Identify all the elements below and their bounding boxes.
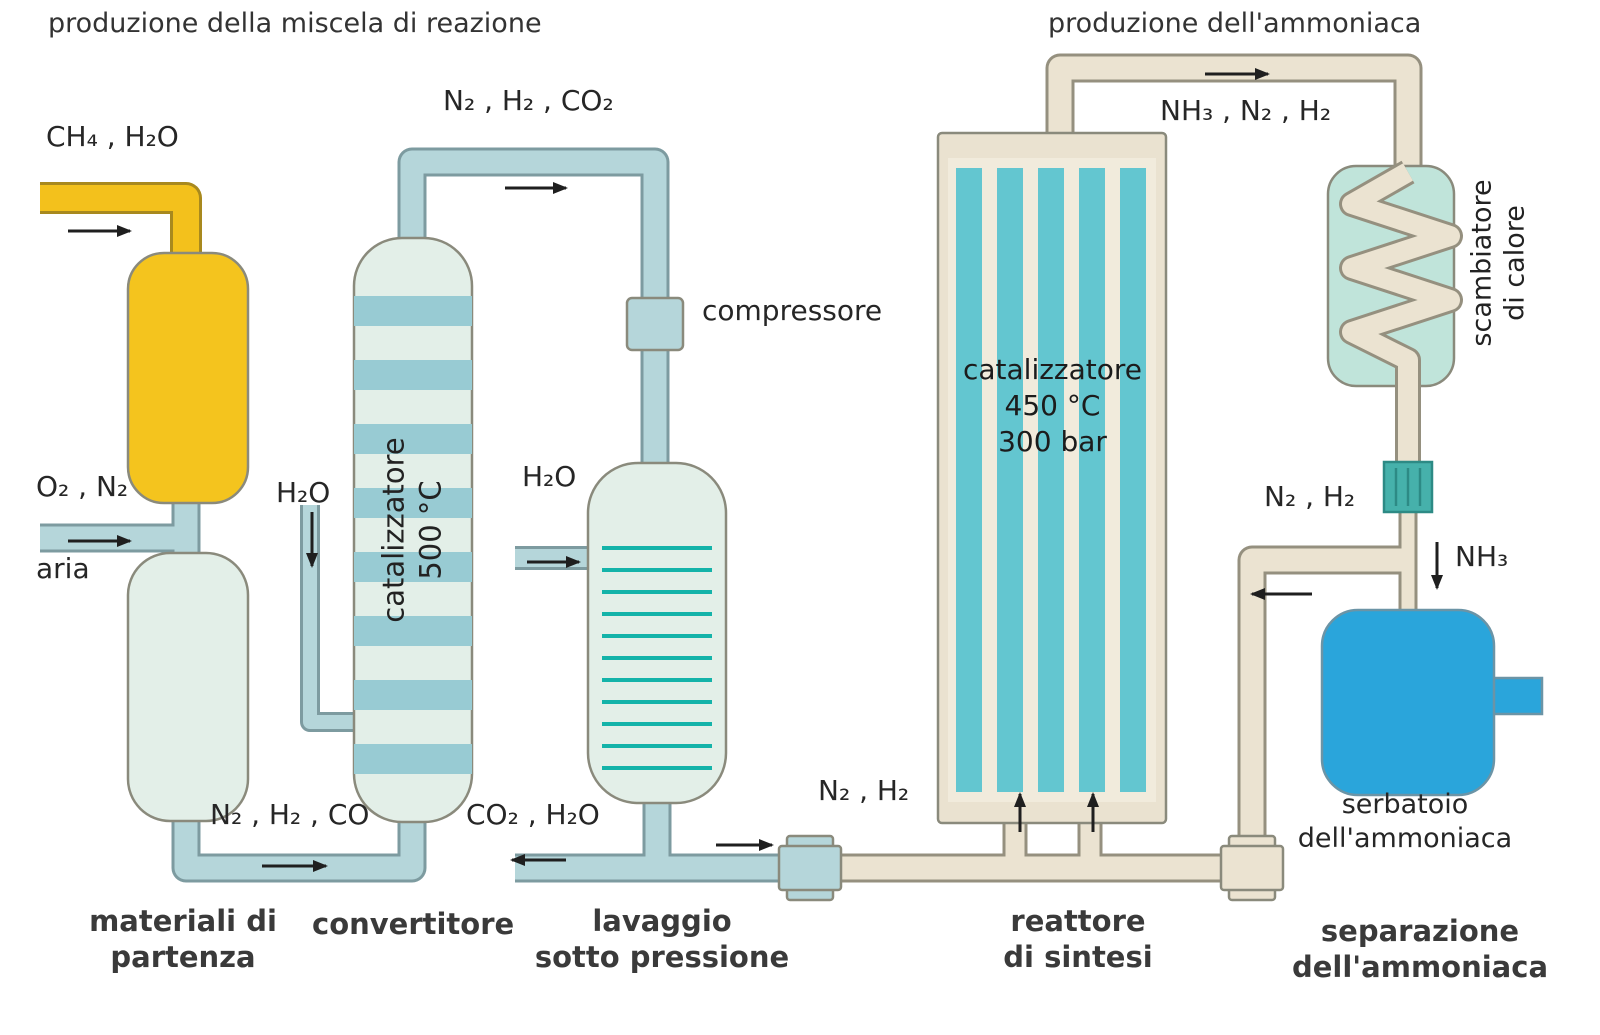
section-label-converter: convertitore: [312, 907, 515, 941]
label-nh3-n2-h2: NH₃ , N₂ , H₂: [1160, 94, 1332, 127]
label-h2o-wash: H₂O: [522, 460, 577, 493]
pressure-wash-vessel: [586, 461, 728, 805]
label-o2-n2: O₂ , N₂: [36, 470, 129, 503]
converter-column: [352, 236, 474, 824]
methane-burner-vessel: [126, 251, 250, 505]
label-converter-catalyst: catalizzatore 500 °C: [377, 437, 448, 623]
label-n2-h2-feed: N₂ , H₂: [818, 774, 910, 807]
section-label-materials: materiali di partenza: [89, 904, 277, 974]
label-aria: aria: [36, 552, 90, 585]
section-label-separation: separazione dell'ammoniaca: [1291, 914, 1549, 984]
teal-pipes: [40, 147, 792, 883]
label-n2-h2-co: N₂ , H₂ , CO: [210, 798, 370, 831]
section-label-washing: lavaggio sotto pressione: [534, 904, 790, 974]
label-co2-h2o: CO₂ , H₂O: [466, 798, 600, 831]
heat-exchanger-coil: [1339, 160, 1463, 470]
title-reaction-mixture: produzione della miscela di reazione: [48, 8, 542, 39]
compressor-fitting: [625, 296, 685, 352]
label-reactor-catalyst: catalizzatore 450 °C 300 bar: [962, 353, 1143, 458]
label-heat-exchanger: scambiatore di calore: [1467, 178, 1532, 347]
tank-outlet-stub: [1486, 676, 1544, 716]
label-nh3: NH₃: [1455, 540, 1509, 573]
label-n2-h2-co2: N₂ , H₂ , CO₂: [443, 84, 614, 117]
starting-materials-vessel: [126, 551, 250, 823]
expansion-valve: [1382, 460, 1434, 514]
converter-catalyst-bands: [354, 296, 472, 774]
title-ammonia-production: produzione dell'ammoniaca: [1048, 8, 1422, 39]
label-ammonia-tank: serbatoio dell'ammoniaca: [1297, 789, 1513, 854]
pipe-methane-feed: [40, 182, 202, 270]
tee-fitting-beige: [1219, 834, 1285, 902]
cross-fitting-teal: [777, 834, 843, 902]
flow-arrows: [68, 68, 1443, 872]
label-n2-h2-recycle: N₂ , H₂: [1264, 480, 1356, 513]
reactor-catalyst-tubes: [956, 168, 1146, 792]
beige-pipes: [831, 53, 1423, 883]
label-ch4-h2o: CH₄ , H₂O: [46, 120, 179, 153]
synthesis-reactor: [936, 131, 1168, 825]
wash-trays: [602, 546, 712, 770]
section-label-reactor: reattore di sintesi: [1003, 904, 1153, 974]
label-compressore: compressore: [702, 294, 883, 327]
ammonia-tank: [1320, 608, 1544, 797]
label-h2o-converter: H₂O: [276, 476, 331, 509]
